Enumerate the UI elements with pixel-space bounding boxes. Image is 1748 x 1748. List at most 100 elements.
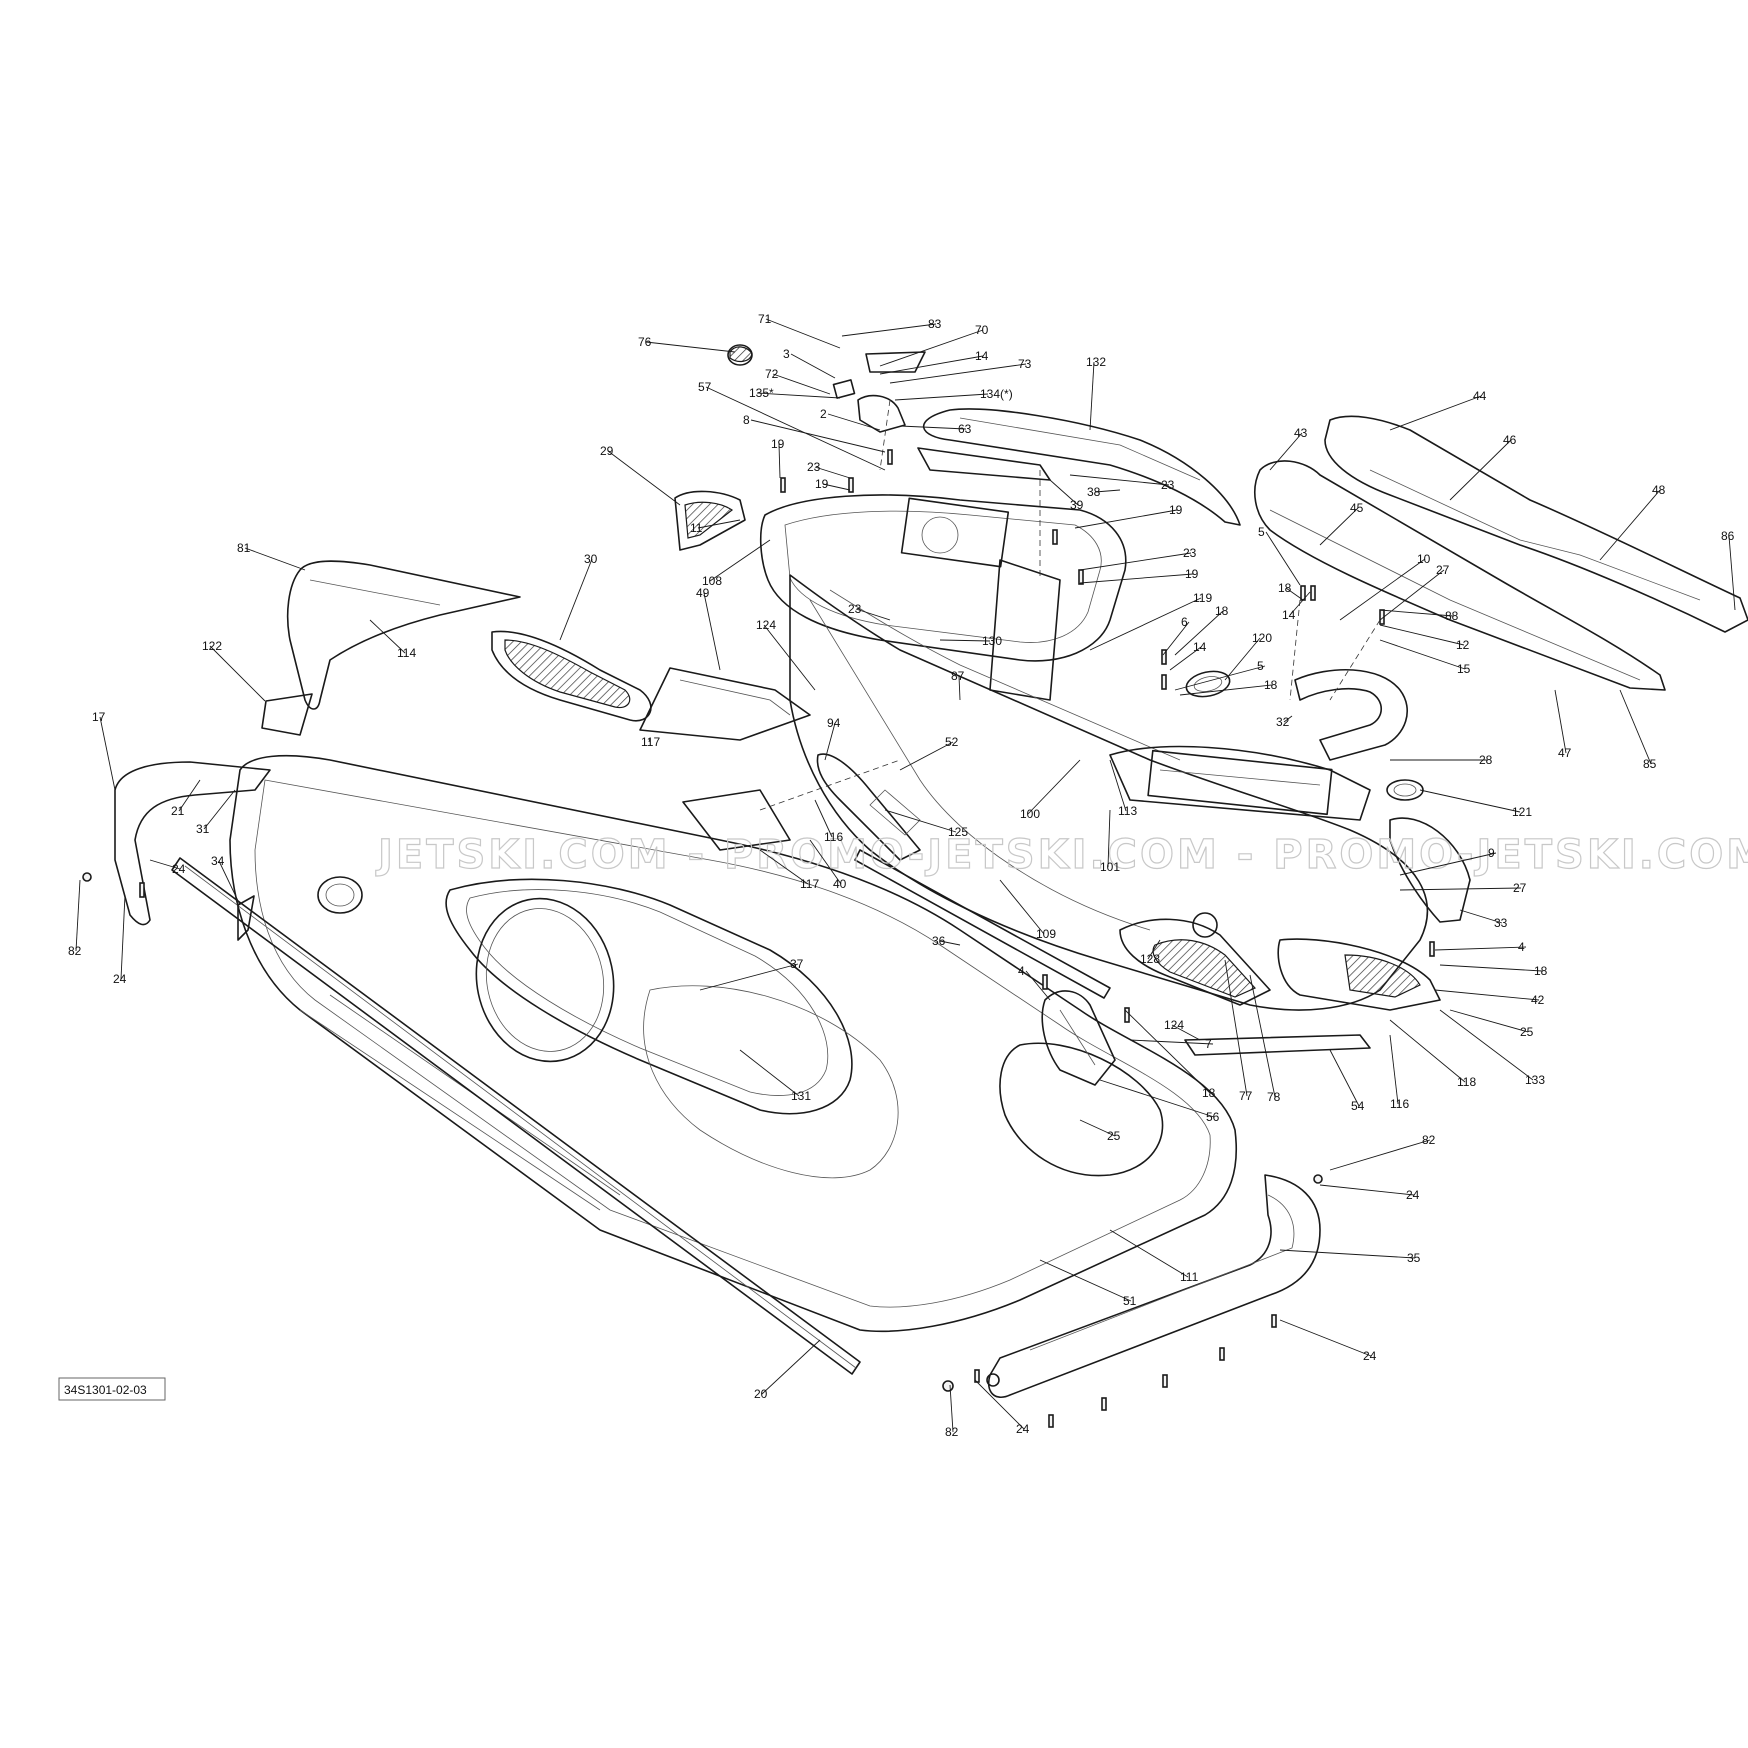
callout-label: 71	[758, 312, 772, 326]
callout-leader	[879, 355, 984, 375]
callout-label: 128	[1140, 952, 1160, 966]
callout-label: 29	[600, 444, 614, 458]
callout-label: 18	[1278, 581, 1292, 595]
callout: 131	[739, 1049, 811, 1103]
callout-leader	[1094, 489, 1121, 493]
callout: 4	[1434, 940, 1527, 954]
callout-label: 116	[824, 830, 843, 844]
callout: 101	[1100, 809, 1120, 874]
callout-leader	[1389, 395, 1482, 431]
rear-bumper	[986, 1174, 1321, 1399]
callout-label: 113	[1118, 804, 1137, 818]
callout: 17	[92, 710, 116, 791]
callout-label: 57	[698, 380, 712, 394]
callout-label: 18	[1215, 604, 1229, 618]
callout-label: 27	[1513, 881, 1527, 895]
callout-leader	[1329, 1139, 1431, 1171]
callout: 9	[1399, 846, 1497, 876]
callout-leader	[1179, 684, 1273, 696]
seat-assembly	[1254, 415, 1748, 691]
callout-label: 46	[1503, 433, 1517, 447]
callout: 119	[1089, 591, 1212, 651]
callout-leader	[761, 1339, 821, 1395]
callout-leader	[763, 624, 816, 691]
callout-leader	[648, 737, 651, 743]
callout-leader	[1399, 852, 1497, 876]
callout-leader	[879, 329, 984, 367]
callout: 135*	[749, 386, 841, 400]
callout-leader	[1074, 509, 1178, 529]
watermark-text: JETSKI.COM - PROMO-JETSKI.COM - PROMO-JE…	[375, 832, 1748, 878]
callout-label: 6	[1181, 615, 1188, 629]
rear-grab-handle	[1294, 668, 1409, 761]
callout-label: 88	[1445, 609, 1459, 623]
callout-label: 86	[1721, 529, 1735, 543]
callout-leader	[1599, 489, 1661, 561]
callout: 18	[1439, 964, 1548, 978]
callout: 15	[1379, 639, 1471, 676]
callout-leader	[889, 363, 1027, 384]
callout: 81	[237, 541, 306, 571]
callout-leader	[1449, 1009, 1529, 1033]
callout-label: 23	[848, 602, 862, 616]
callout-label: 114	[397, 646, 416, 660]
callout: 33	[1459, 909, 1508, 930]
callout-leader	[765, 318, 841, 349]
front-hood-upper	[286, 560, 521, 710]
callout-leader	[1379, 609, 1454, 617]
callout-leader	[705, 386, 886, 471]
callout: 18	[1174, 604, 1229, 656]
center-strip	[854, 849, 1111, 999]
callout-leader	[824, 722, 836, 761]
callout-label: 24	[1363, 1349, 1377, 1363]
callout-leader	[759, 849, 809, 885]
callout-leader	[1554, 689, 1567, 754]
callout: 72	[765, 367, 831, 395]
assembly-guides	[759, 399, 1381, 811]
callout-label: 33	[1494, 916, 1508, 930]
callout-label: 121	[1512, 805, 1532, 819]
callout-leader	[1279, 1319, 1372, 1357]
callout-label: 117	[800, 877, 819, 891]
callout-leader	[703, 592, 721, 671]
callout-leader	[1109, 1229, 1189, 1278]
callout-label: 63	[958, 422, 972, 436]
callout-label: 3	[783, 347, 790, 361]
callout-leader	[1728, 535, 1736, 611]
callout: 116	[1389, 1034, 1409, 1111]
callout-leader	[1249, 974, 1276, 1098]
callout-label: 78	[1267, 1090, 1281, 1104]
callout-leader	[149, 859, 181, 870]
callout: 29	[600, 444, 681, 506]
callout: 76	[638, 335, 736, 353]
callout: 23	[848, 602, 891, 621]
callout: 73	[889, 357, 1032, 384]
callout-leader	[756, 392, 841, 399]
callout: 87	[951, 669, 965, 701]
callout: 85	[1619, 689, 1657, 771]
callout-label: 44	[1473, 389, 1487, 403]
callout-leader	[1171, 1024, 1201, 1041]
front-nose-cap	[114, 761, 271, 926]
callout-leader	[827, 413, 881, 431]
callout-leader	[1027, 759, 1081, 815]
callout-label: 122	[202, 639, 222, 653]
upper-trim	[922, 408, 1241, 526]
callout-label: 77	[1239, 1089, 1253, 1103]
callout-label: 35	[1407, 1251, 1421, 1265]
callout-label: 14	[1282, 608, 1296, 622]
callout-label: 101	[1100, 860, 1120, 874]
callout: 117	[641, 735, 660, 749]
callout: 35	[1279, 1249, 1421, 1265]
front-lower-panel	[816, 753, 921, 861]
callout-label: 39	[1070, 498, 1084, 512]
callout-leader	[1389, 1019, 1466, 1083]
callout-leader	[369, 619, 406, 654]
callout-label: 27	[1436, 563, 1450, 577]
callout-leader	[1162, 621, 1190, 656]
callout-leader	[218, 860, 241, 906]
callout-leader	[1265, 531, 1301, 586]
callout: 32	[1276, 715, 1293, 729]
callout-label: 38	[1087, 485, 1101, 499]
parts-layer	[82, 344, 1748, 1428]
